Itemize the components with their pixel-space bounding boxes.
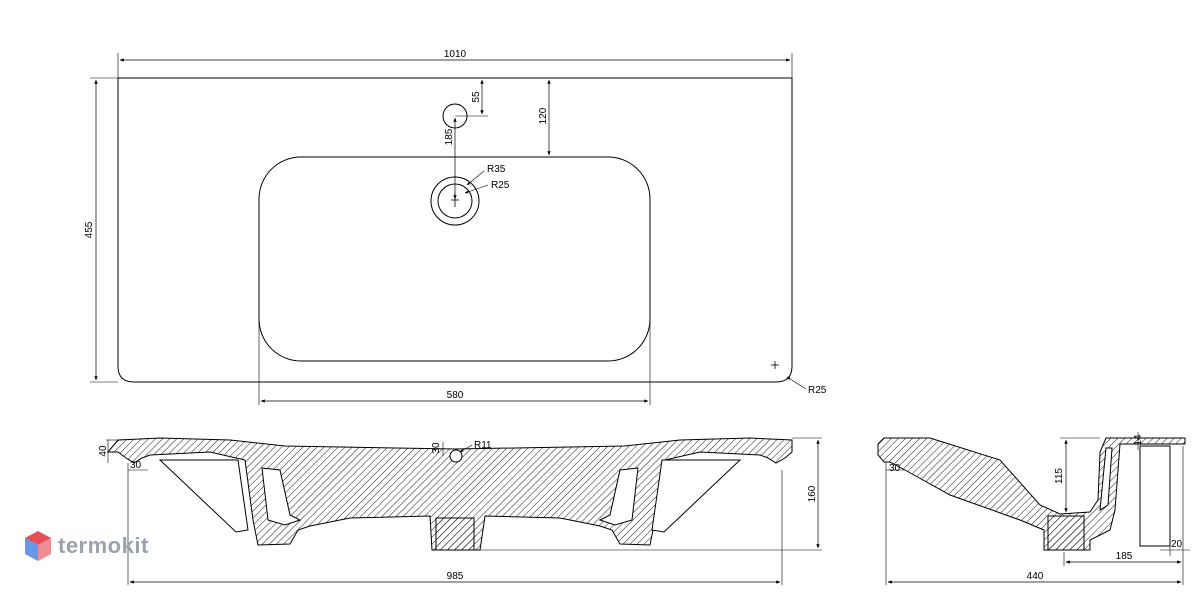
side-bowl-depth-label: 115 [1054, 468, 1065, 484]
front-width-label: 985 [447, 571, 464, 582]
dim-width-label: 1010 [444, 49, 467, 60]
side-top-lip-label: 14 [1133, 434, 1144, 446]
side-section-body [877, 437, 1186, 551]
front-section [106, 437, 822, 585]
brand-name: termokit [58, 533, 149, 558]
bowl-outline [258, 156, 651, 362]
side-back-wall-label: 20 [1171, 539, 1183, 550]
front-overflow-radius-label: R11 [474, 440, 492, 451]
side-drain-offset-label: 185 [1116, 551, 1133, 562]
side-depth-label: 440 [1027, 571, 1044, 582]
cube-logo-icon [25, 531, 51, 561]
front-overflow-offset-label: 30 [431, 442, 442, 454]
dim-edge-to-bowl-label: 120 [538, 107, 549, 124]
side-rim-inset-label: 30 [889, 463, 901, 474]
top-view [90, 53, 807, 405]
corner-radius-label: R25 [808, 385, 827, 396]
brand-logo: termokit [24, 530, 149, 562]
dim-tap-to-drain-label: 185 [444, 128, 455, 145]
front-height-label: 160 [807, 485, 818, 502]
dim-depth-label: 455 [84, 221, 95, 238]
drain-outer-radius-label: R35 [487, 164, 506, 175]
front-rim-thickness-label: 40 [98, 445, 109, 457]
front-rim-inset-label: 30 [130, 460, 142, 471]
side-section [877, 432, 1190, 585]
dim-bowl-width-label: 580 [447, 390, 464, 401]
basin-outline [117, 77, 793, 383]
drain-inner-radius-label: R25 [491, 180, 510, 191]
dim-tap-offset-label: 55 [471, 91, 482, 103]
